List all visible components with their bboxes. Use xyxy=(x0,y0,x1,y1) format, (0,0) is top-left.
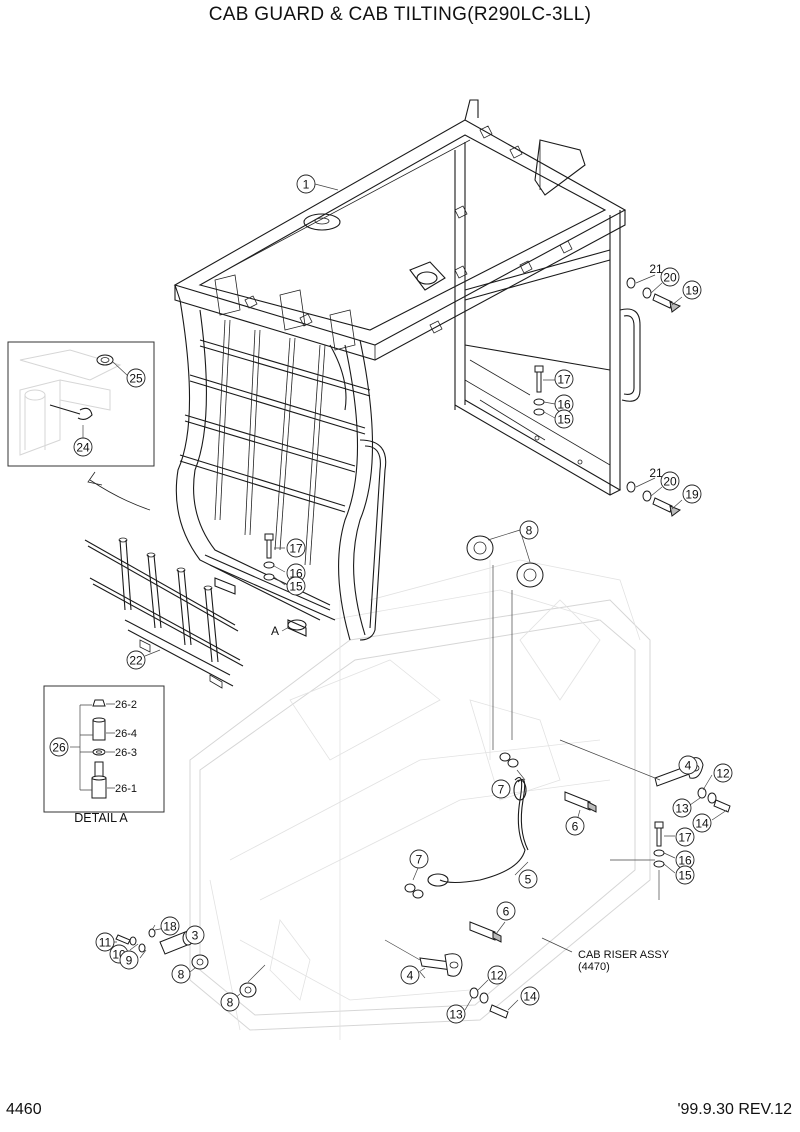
hardware-upper-right xyxy=(626,274,683,517)
callout-15-rear: 15 xyxy=(557,413,571,427)
callout-5: 5 xyxy=(525,873,532,887)
callout-4-lower: 4 xyxy=(407,969,414,983)
callout-26-4: 26-4 xyxy=(115,728,137,740)
cab-body-ghost xyxy=(189,559,651,1040)
hardware-rear-bolt xyxy=(263,365,556,586)
callout-16-front: 16 xyxy=(289,567,303,581)
revision-date: '99.9.30 REV.12 xyxy=(677,1101,792,1118)
callout-7-lower: 7 xyxy=(416,853,423,867)
callout-17-front: 17 xyxy=(289,542,303,556)
detail-ref-a: A xyxy=(271,624,279,638)
cab-riser-line2: (4470) xyxy=(578,961,610,973)
callout-7-upper: 7 xyxy=(498,783,505,797)
callout-19-lower: 19 xyxy=(685,488,699,502)
callout-1: 1 xyxy=(303,178,310,192)
callout-15-front: 15 xyxy=(289,580,303,594)
callout-14-lower: 14 xyxy=(523,990,537,1004)
callout-3: 3 xyxy=(192,929,199,943)
pin-assembly-lower xyxy=(384,939,519,1019)
callout-20-upper: 20 xyxy=(663,271,677,285)
callout-9: 9 xyxy=(126,954,133,968)
cab-riser-line1: CAB RISER ASSY xyxy=(578,949,670,961)
wire-rope-assembly xyxy=(404,752,597,943)
callout-8-upper: 8 xyxy=(526,524,533,538)
front-guard-grille xyxy=(174,274,387,641)
cab-riser-leader xyxy=(541,937,573,953)
callout-8-lower: 8 xyxy=(227,996,234,1010)
callout-26-3: 26-3 xyxy=(115,747,137,759)
callout-12-right: 12 xyxy=(716,767,730,781)
callout-24: 24 xyxy=(76,441,90,455)
detail-arrow-head xyxy=(87,471,103,486)
washers-8 xyxy=(466,529,544,750)
callout-26-2: 26-2 xyxy=(115,699,137,711)
callout-20-lower: 20 xyxy=(663,475,677,489)
callouts: 1 21 20 19 17 16 15 21 20 19 25 24 8 17 … xyxy=(49,174,733,1024)
callout-17-lower: 17 xyxy=(678,831,692,845)
callout-22: 22 xyxy=(129,654,143,668)
page-title: CAB GUARD & CAB TILTING(R290LC-3LL) xyxy=(208,4,592,25)
callout-25: 25 xyxy=(129,372,143,386)
callout-12-lower: 12 xyxy=(490,969,504,983)
detail-a-label: DETAIL A xyxy=(74,811,128,825)
callout-26-1: 26-1 xyxy=(115,783,137,795)
small-grille-22 xyxy=(84,537,244,689)
detail-box-upper xyxy=(7,341,155,467)
callout-18: 18 xyxy=(163,920,177,934)
callout-11: 11 xyxy=(99,936,112,950)
callout-6-lower: 6 xyxy=(503,905,510,919)
callout-15-lower: 15 xyxy=(678,869,692,883)
callout-21-upper: 21 xyxy=(649,262,663,276)
callout-14-right: 14 xyxy=(695,817,709,831)
callout-13-lower: 13 xyxy=(449,1008,463,1022)
cab-guard-frame xyxy=(173,99,641,496)
detail-a-box xyxy=(43,685,165,813)
callout-26: 26 xyxy=(52,741,66,755)
callout-13-right: 13 xyxy=(675,802,689,816)
callout-6-upper: 6 xyxy=(572,820,579,834)
callout-19-upper: 19 xyxy=(685,284,699,298)
callout-17-rear: 17 xyxy=(557,373,571,387)
callout-16-lower: 16 xyxy=(678,854,692,868)
callout-8-left: 8 xyxy=(178,968,185,982)
callout-4-right: 4 xyxy=(685,759,692,773)
page-number: 4460 xyxy=(6,1101,42,1118)
callout-16-rear: 16 xyxy=(557,398,571,412)
callout-21-lower: 21 xyxy=(649,466,663,480)
